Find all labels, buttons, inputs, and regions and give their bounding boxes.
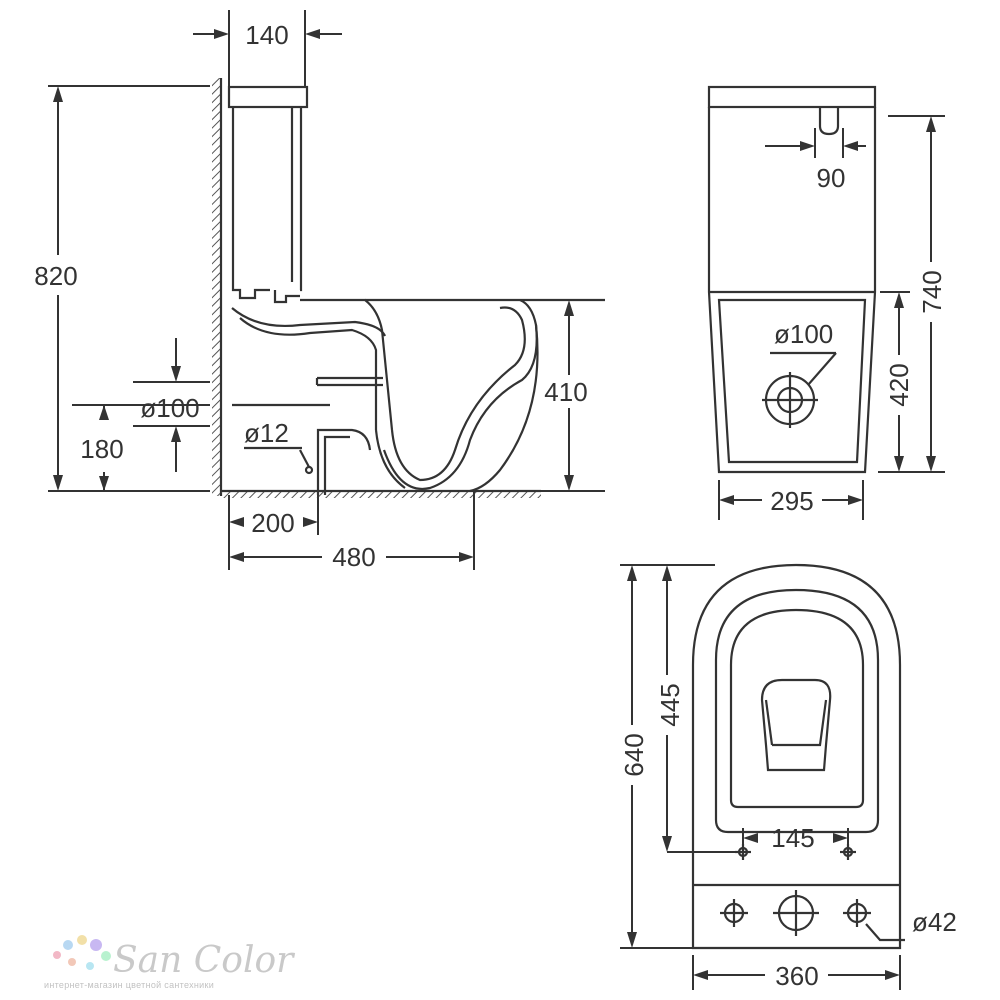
dim-label-360: 360 (775, 961, 818, 991)
dim-bowl-height: 410 (541, 300, 605, 492)
dim-label-180: 180 (80, 434, 123, 464)
dim-label-480: 480 (332, 542, 375, 572)
dim-base-width: 295 (718, 480, 864, 520)
logo-dot (53, 951, 61, 959)
logo-dot (63, 940, 73, 950)
logo-dot (68, 958, 76, 966)
wall-hatch (212, 78, 221, 496)
cistern-outline (227, 85, 309, 304)
dim-outlet-height: 180 (72, 404, 210, 491)
dim-top-length: 640 (619, 564, 715, 949)
dim-label-front-outlet: ø100 (774, 319, 833, 349)
dim-label-145: 145 (771, 823, 814, 853)
side-view: 140 820 ø100 18 (34, 10, 605, 572)
floor-hatch (221, 491, 541, 498)
dim-total-depth: 480 (229, 491, 475, 572)
dim-tank-height: 740 (878, 115, 947, 473)
dim-label-295: 295 (770, 486, 813, 516)
dim-front-outlet-height: 420 (880, 291, 914, 472)
dim-total-height: 820 (34, 85, 210, 492)
front-outline (707, 85, 877, 474)
dim-top-width: 360 (692, 955, 901, 991)
dim-outlet-offset: 200 (228, 495, 319, 570)
logo-dot (90, 939, 102, 951)
dim-button-width: 90 (765, 128, 866, 193)
front-view: 90 ø100 740 420 (707, 85, 947, 520)
dim-label-hole-diameter: ø42 (912, 907, 957, 937)
watermark-logo: San Color интернет-магазин цветной санте… (44, 935, 295, 990)
dim-bowl-length: 445 (655, 565, 740, 853)
logo-dot (101, 951, 111, 961)
dim-label-inlet-diameter: ø12 (244, 418, 289, 448)
dim-label-200: 200 (251, 508, 294, 538)
dim-label-740: 740 (917, 270, 947, 313)
top-view: 640 445 145 ø42 360 (619, 563, 957, 991)
brand-name: San Color (113, 940, 295, 981)
dim-label-410: 410 (544, 377, 587, 407)
dim-label-140: 140 (245, 20, 288, 50)
dim-label-820: 820 (34, 261, 77, 291)
dim-label-445: 445 (655, 683, 685, 726)
dim-label-90: 90 (817, 163, 846, 193)
top-outline (691, 563, 905, 950)
brand-tagline: интернет-магазин цветной сантехники (44, 980, 214, 990)
logo-dot (86, 962, 94, 970)
dim-tank-depth: 140 (193, 10, 342, 87)
dim-label-outlet-diameter: ø100 (140, 393, 199, 423)
dim-label-640: 640 (619, 733, 649, 776)
bowl-outline (231, 298, 605, 495)
dim-outlet-diameter: ø100 (133, 338, 210, 472)
logo-dot (77, 935, 87, 945)
dim-label-420: 420 (884, 363, 914, 406)
dim-bolt-spacing: 145 (742, 823, 849, 853)
